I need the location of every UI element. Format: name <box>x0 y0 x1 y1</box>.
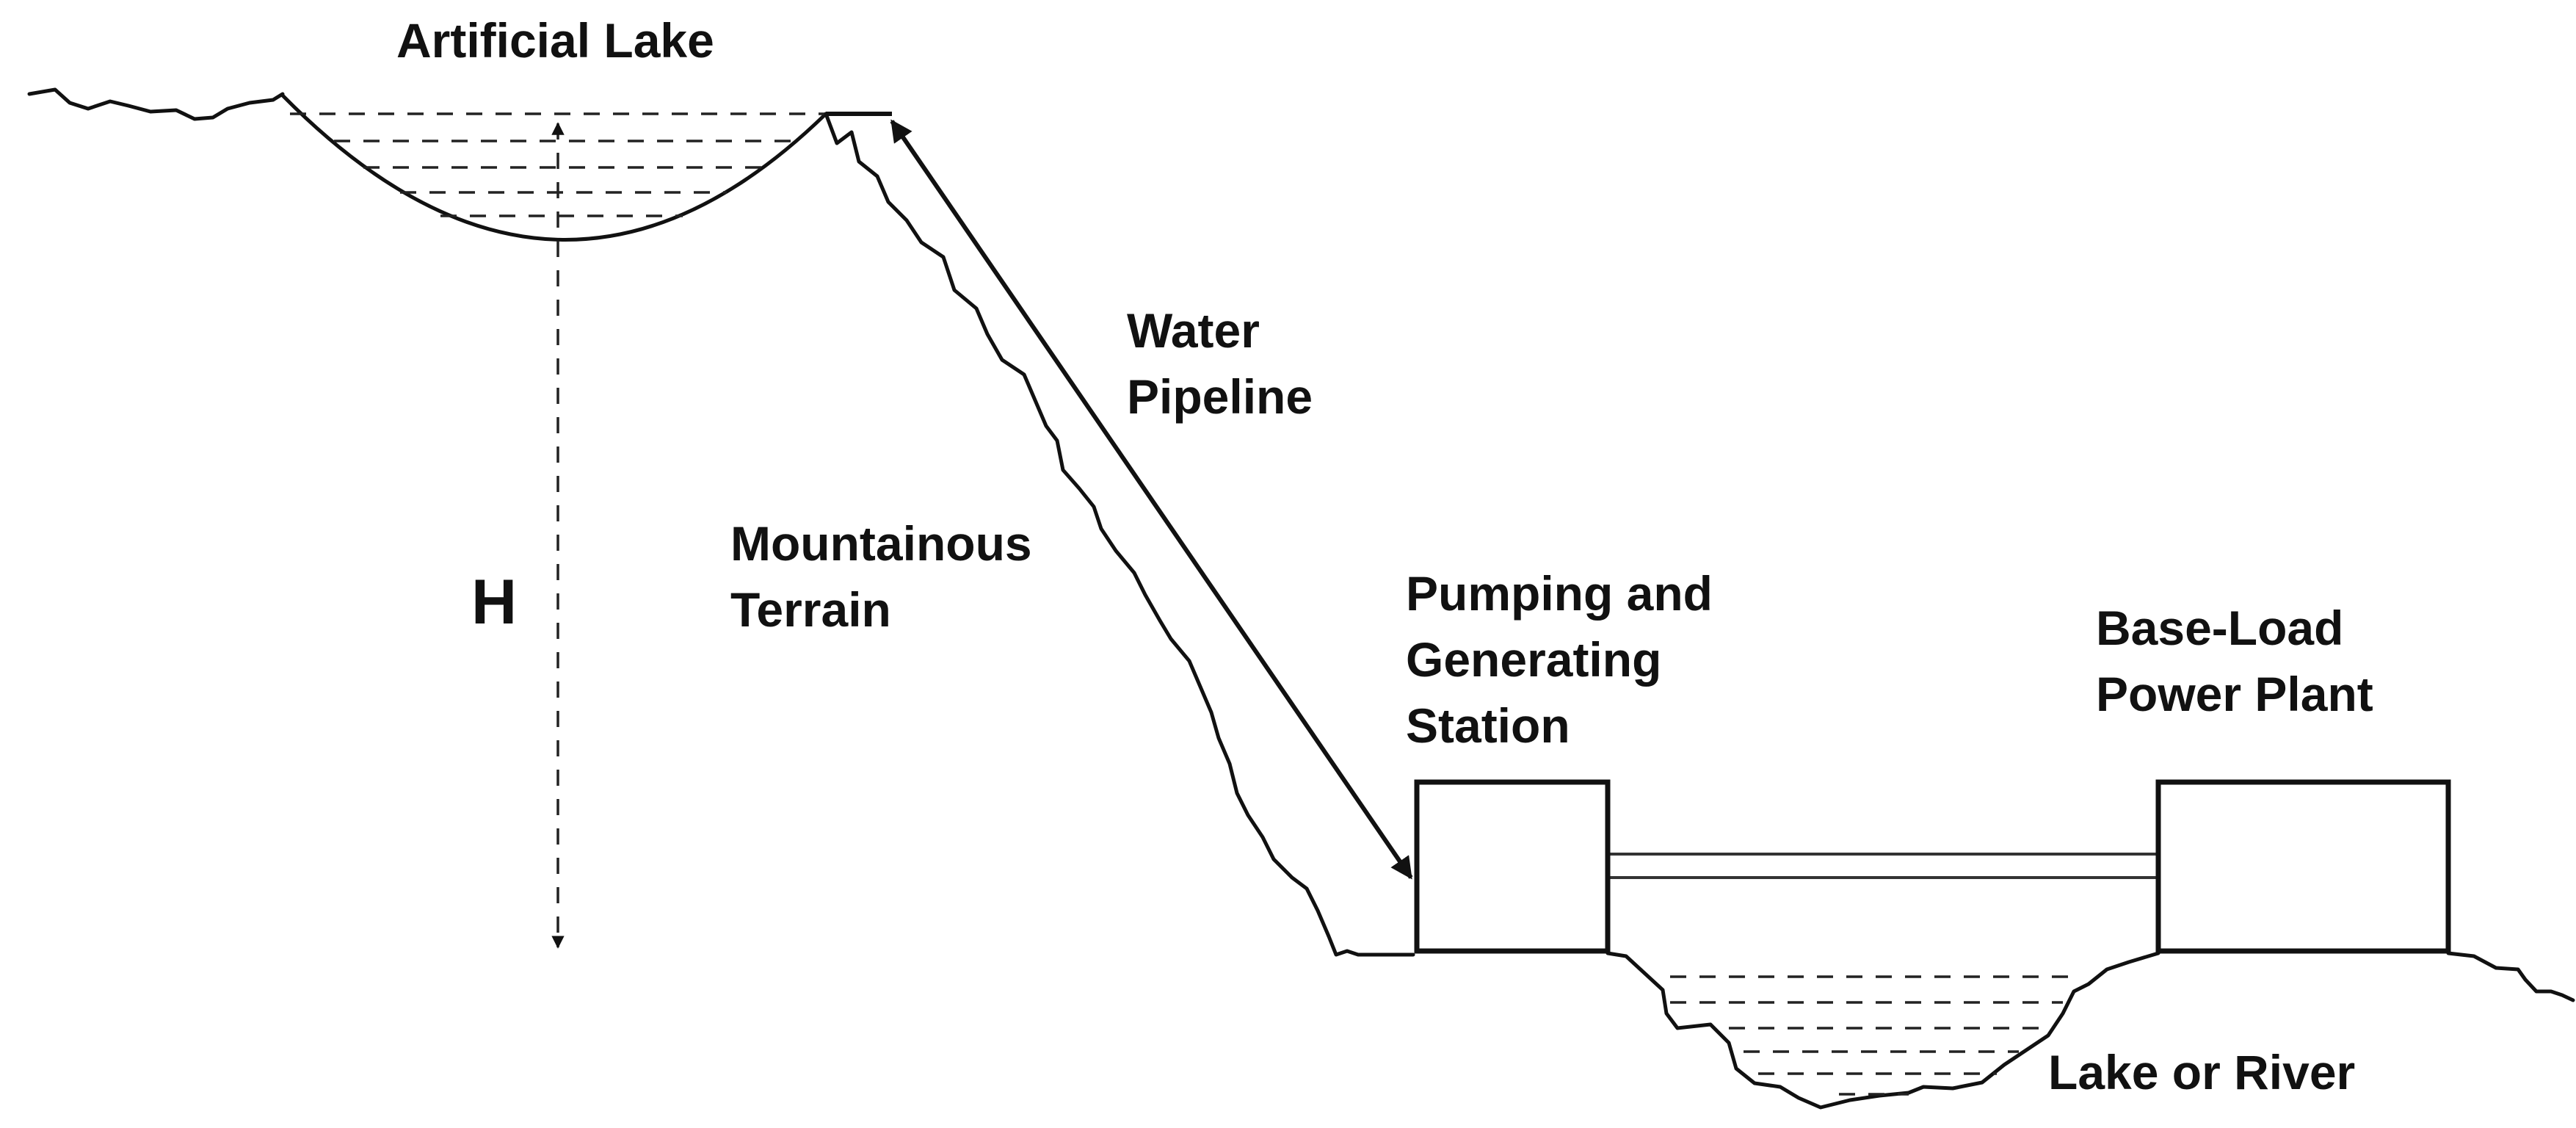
pumping-station-box <box>1414 779 1611 954</box>
lake-or-river-label: Lake or River <box>2048 1045 2356 1099</box>
base-load-plant-label-line-1: Base-Load <box>2096 601 2344 655</box>
height-label: H <box>471 567 518 637</box>
pumping-station-label-line-3: Station <box>1406 698 1570 753</box>
right-ground-line <box>2446 951 2575 1002</box>
mountainous-terrain-label: Mountainous Terrain <box>730 510 1032 643</box>
pumping-station-label-line-1: Pumping and <box>1406 566 1713 621</box>
water-pipeline-arrow <box>890 119 1413 880</box>
water-pipeline-label-line-2: Pipeline <box>1127 369 1313 424</box>
base-load-plant-box <box>2155 779 2451 954</box>
transmission-line <box>1608 853 2158 879</box>
lower-terrain <box>1606 951 2160 1110</box>
mountainous-terrain-label-line-2: Terrain <box>730 582 891 637</box>
pumping-station-label: Pumping and Generating Station <box>1406 560 1713 759</box>
base-load-plant-label: Base-Load Power Plant <box>2096 595 2373 727</box>
water-pipeline-label-line-1: Water <box>1127 303 1260 358</box>
mountainous-terrain-label-line-1: Mountainous <box>730 516 1032 571</box>
water-pipeline-label: Water Pipeline <box>1127 297 1313 430</box>
lower-lake-water <box>1670 975 2070 1096</box>
base-load-plant-label-line-2: Power Plant <box>2096 667 2373 721</box>
pumping-station-label-line-2: Generating <box>1406 632 1662 687</box>
artificial-lake-label: Artificial Lake <box>396 13 714 68</box>
upper-ground-line <box>27 87 285 121</box>
